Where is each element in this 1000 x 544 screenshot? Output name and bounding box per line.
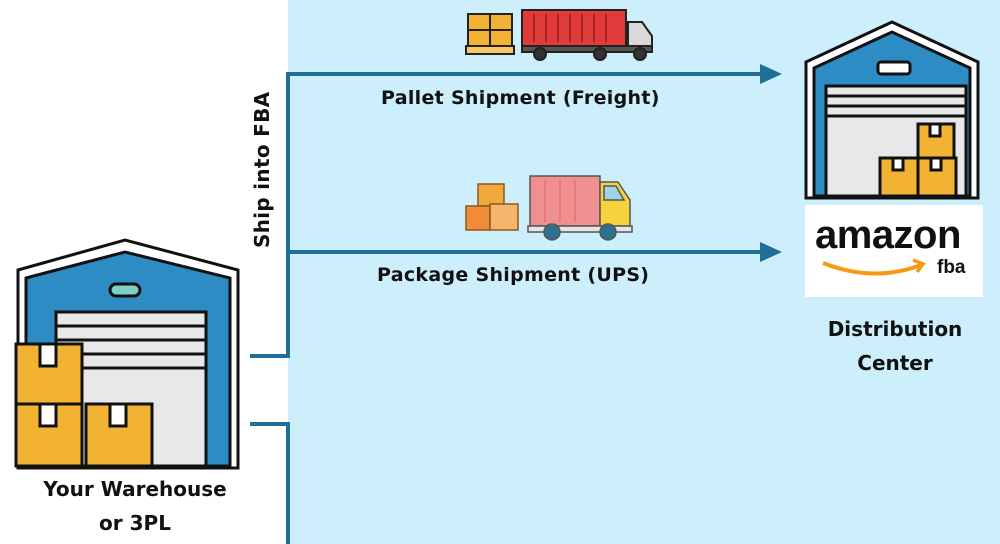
freight-truck-icon: [521, 9, 653, 61]
pallet-boxes-icon: [465, 13, 515, 55]
destination-caption-line1: Distribution: [827, 317, 963, 341]
source-caption-line1: Your Warehouse: [43, 477, 227, 501]
pallet-route-label: Pallet Shipment (Freight): [381, 87, 660, 109]
amazon-fba-logo: amazon fba: [805, 205, 983, 297]
source-warehouse-icon: [14, 238, 240, 470]
pallet-route-line: [250, 72, 770, 358]
amazon-logo-word: amazon: [815, 213, 961, 257]
warehouse-lower-line: [250, 422, 290, 544]
ship-into-fba-label: Ship into FBA: [250, 91, 274, 248]
package-route-label: Package Shipment (UPS): [377, 264, 650, 286]
destination-caption: Distribution Center: [800, 312, 990, 380]
source-caption: Your Warehouse or 3PL: [10, 472, 260, 540]
destination-caption-line2: Center: [857, 351, 933, 375]
source-caption-line2: or 3PL: [99, 511, 171, 535]
fba-logo-word: fba: [937, 257, 966, 278]
amazon-smile-icon: [822, 258, 926, 276]
package-arrowhead: [760, 242, 782, 262]
connector-lines: [250, 72, 770, 544]
parcel-boxes-icon: [465, 183, 519, 231]
pallet-arrowhead: [760, 64, 782, 84]
delivery-truck-icon: [527, 175, 633, 241]
destination-warehouse-icon: [804, 20, 980, 200]
